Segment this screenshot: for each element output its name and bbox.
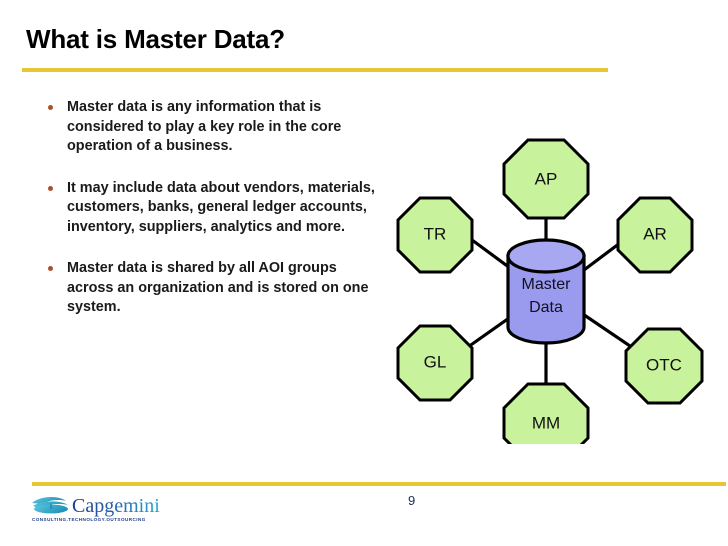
list-item: Master data is any information that is c… [40,98,380,157]
node-label-tr: TR [424,224,447,243]
master-data-cylinder: Master Data [506,238,586,345]
bullet-dot-icon [48,185,53,191]
bullet-list: Master data is any information that is c… [40,98,380,318]
logo-tagline: CONSULTING.TECHNOLOGY.OUTSOURCING [32,517,146,522]
hub-label-line2: Data [529,299,563,316]
master-data-diagram: Master Data AP TR AR GL [396,132,716,444]
node-label-mm: MM [532,413,560,432]
node-label-gl: GL [424,352,447,371]
diagram-node-gl[interactable]: GL [396,324,474,402]
page-number: 9 [408,493,416,508]
diagram-node-ap[interactable]: AP [502,138,590,220]
title-divider [22,68,608,72]
node-label-ap: AP [535,169,558,188]
diagram-node-mm[interactable]: MM [502,382,590,444]
diagram-node-otc[interactable]: OTC [624,327,704,405]
diagram-node-tr[interactable]: TR [396,196,474,274]
list-item: It may include data about vendors, mater… [40,179,380,238]
node-label-ar: AR [643,224,667,243]
capgemini-mark-icon [32,497,68,514]
list-item-text: Master data is shared by all AOI groups … [67,260,369,315]
diagram-canvas: Master Data AP TR AR GL [396,138,704,444]
capgemini-logo: Capgemini CONSULTING.TECHNOLOGY.OUTSOURC… [30,492,166,524]
hub-label-line1: Master [522,276,572,293]
footer-divider [32,482,726,486]
node-label-otc: OTC [646,355,682,374]
list-item-text: Master data is any information that is c… [67,99,342,154]
logo-wordmark: Capgemini [72,495,160,517]
bullet-dot-icon [48,266,53,271]
logo-canvas: Capgemini CONSULTING.TECHNOLOGY.OUTSOURC… [32,495,160,522]
diagram-node-ar[interactable]: AR [616,196,694,274]
bullet-dot-icon [48,105,53,110]
page-title: What is Master Data? [26,24,285,54]
list-item: Master data is shared by all AOI groups … [40,259,380,318]
list-item-text: It may include data about vendors, mater… [67,179,375,235]
